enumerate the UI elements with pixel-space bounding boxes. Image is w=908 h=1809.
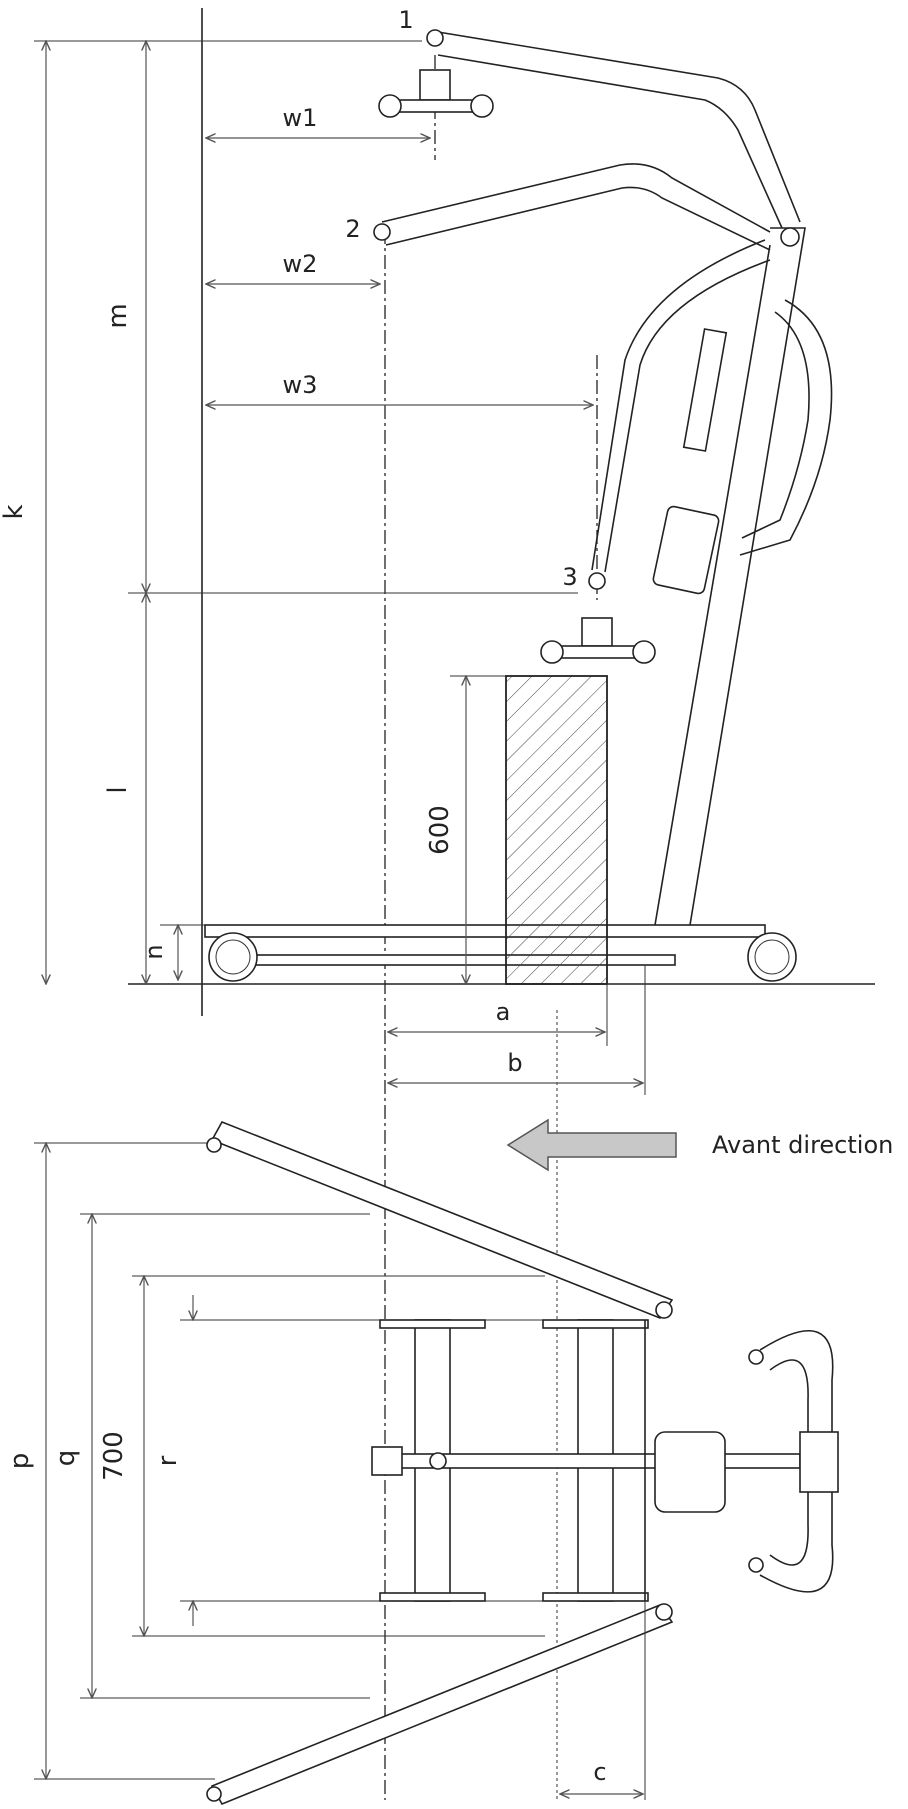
label-l: l: [103, 786, 133, 793]
label-b: b: [507, 1049, 522, 1077]
label-a: a: [496, 998, 511, 1026]
label-m: m: [103, 303, 133, 328]
label-700: 700: [99, 1431, 129, 1481]
top-leg-upper: [210, 1120, 674, 1319]
boom-position-2-lower: [385, 186, 771, 251]
actuator-rod: [682, 328, 728, 452]
spreader-bar-1: [378, 69, 494, 118]
position-2-label: 2: [345, 215, 360, 243]
top-spreader-right-bar-bottom: [542, 1592, 649, 1602]
label-p: p: [5, 1453, 35, 1470]
boom-position-1-lower: [437, 54, 783, 229]
lower-wheel-top: [748, 1557, 764, 1573]
top-motor: [654, 1431, 726, 1513]
top-view: Avant direction p q 700 r: [5, 1118, 893, 1806]
leg-upper-pivot: [655, 1301, 673, 1319]
top-boom: [399, 1453, 801, 1469]
top-leg-lower-end: [206, 1786, 222, 1802]
leg-lower-pivot: [655, 1603, 673, 1621]
upper-wheel-top: [748, 1349, 764, 1365]
spreader-3-bar: [551, 645, 643, 659]
spreader-3-hook-left: [540, 640, 564, 664]
pivot-1: [426, 29, 444, 47]
chassis-leg-top: [204, 924, 766, 938]
boom-position-3-lower: [604, 259, 771, 573]
push-handle-inner: [741, 311, 810, 539]
boom-position-3: [591, 239, 766, 571]
spreader-1-hub: [419, 69, 451, 101]
top-spreader-left-bar-top: [379, 1319, 486, 1329]
label-q: q: [51, 1450, 81, 1467]
side-view: k m l n w1 w2 w3 1 2 3: [0, 6, 875, 1800]
boom-position-1: [437, 31, 801, 223]
pivot-2: [373, 223, 391, 241]
actuator-motor: [652, 505, 720, 595]
label-r: r: [153, 1455, 183, 1466]
forward-direction-arrow: [506, 1118, 677, 1172]
hatched-load-block: [505, 675, 608, 985]
spreader-3-hook-right: [632, 640, 656, 664]
spreader-1-hook-left: [378, 94, 402, 118]
label-n: n: [140, 944, 168, 959]
direction-annotation: Avant direction: [712, 1131, 893, 1159]
mast-left: [654, 244, 771, 926]
push-handle: [739, 299, 833, 556]
top-boom-pivot: [429, 1452, 447, 1470]
spreader-1-bar: [389, 99, 481, 113]
label-w2: w2: [283, 250, 318, 278]
front-wheel-inner: [215, 939, 251, 975]
position-3-label: 3: [562, 563, 577, 591]
top-control-box: [799, 1431, 839, 1493]
spreader-3-hub: [581, 617, 613, 647]
top-spreader-right-bar-top: [542, 1319, 649, 1329]
label-600: 600: [425, 805, 455, 855]
pivot-3: [588, 572, 606, 590]
spreader-1-hook-right: [470, 94, 494, 118]
position-1-label: 1: [398, 6, 413, 34]
rear-wheel-inner: [754, 939, 790, 975]
top-boom-end: [371, 1446, 403, 1476]
boom-position-2: [381, 163, 771, 233]
mast-right: [689, 227, 806, 926]
label-w1: w1: [283, 104, 318, 132]
label-c: c: [593, 1758, 606, 1786]
top-spreader-left-bar-bottom: [379, 1592, 486, 1602]
lift-structure: [373, 29, 833, 926]
chassis: [204, 924, 797, 982]
label-k: k: [0, 504, 29, 519]
top-leg-upper-end: [206, 1137, 222, 1153]
pivot-mast: [780, 227, 800, 247]
label-w3: w3: [283, 371, 318, 399]
spreader-bar-3: [540, 617, 656, 664]
